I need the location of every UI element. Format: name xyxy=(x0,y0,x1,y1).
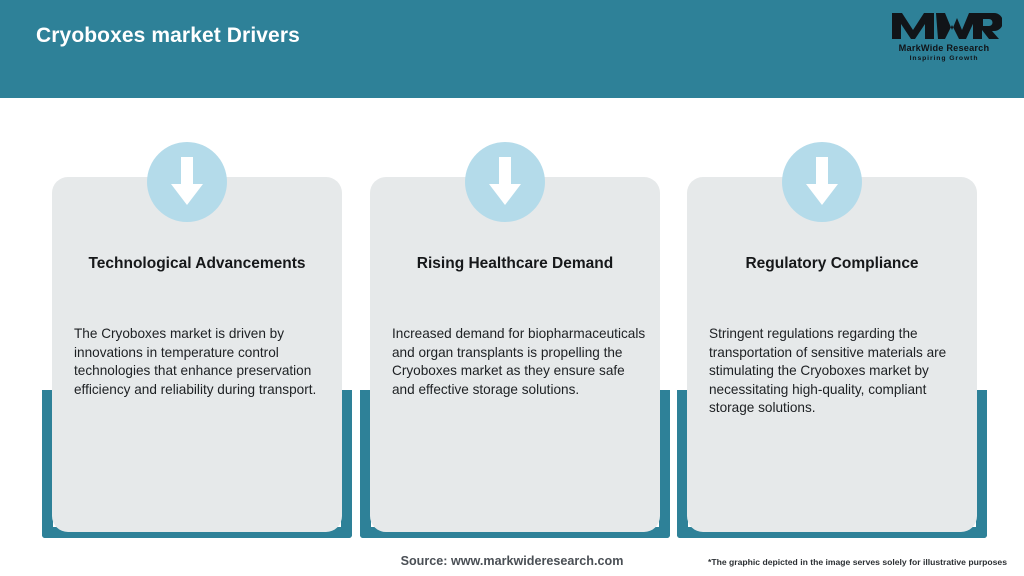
drivers-card-row: Technological Advancements The Cryoboxes… xyxy=(0,98,1024,538)
driver-column-3: Regulatory Compliance Stringent regulati… xyxy=(677,98,987,538)
arrow-down-glyph xyxy=(171,157,203,205)
driver-card[interactable]: Regulatory Compliance Stringent regulati… xyxy=(687,177,977,532)
mwr-monogram-icon xyxy=(892,13,1002,39)
page-header: Cryoboxes market Drivers MarkWide Resear… xyxy=(0,0,1024,98)
driver-column-1: Technological Advancements The Cryoboxes… xyxy=(42,98,352,538)
card-accent-frame xyxy=(42,390,352,538)
driver-card[interactable]: Rising Healthcare Demand Increased deman… xyxy=(370,177,660,532)
arrow-down-glyph xyxy=(489,157,521,205)
driver-card[interactable]: Technological Advancements The Cryoboxes… xyxy=(52,177,342,532)
arrow-down-icon xyxy=(147,142,227,222)
logo-tagline: Inspiring Growth xyxy=(909,55,979,62)
card-accent-frame xyxy=(677,390,987,538)
arrow-down-glyph xyxy=(806,157,838,205)
arrow-down-icon xyxy=(465,142,545,222)
disclaimer-note: *The graphic depicted in the image serve… xyxy=(708,557,1007,567)
arrow-down-icon xyxy=(782,142,862,222)
driver-column-2: Rising Healthcare Demand Increased deman… xyxy=(360,98,670,538)
source-label: Source: www.markwideresearch.com xyxy=(400,554,624,568)
card-accent-frame xyxy=(360,390,670,538)
driver-card-body: Increased demand for biopharmaceuticals … xyxy=(392,326,646,397)
logo-company-name: MarkWide Research xyxy=(898,43,990,53)
driver-card-body: The Cryoboxes market is driven by innova… xyxy=(74,326,317,397)
page-title: Cryoboxes market Drivers xyxy=(36,24,300,47)
driver-card-body: Stringent regulations regarding the tran… xyxy=(709,326,947,416)
driver-card-title: Regulatory Compliance xyxy=(745,255,919,272)
driver-card-title: Rising Healthcare Demand xyxy=(416,255,614,272)
driver-card-title: Technological Advancements xyxy=(88,255,306,272)
brand-logo: MarkWide Research Inspiring Growth xyxy=(886,10,1002,68)
